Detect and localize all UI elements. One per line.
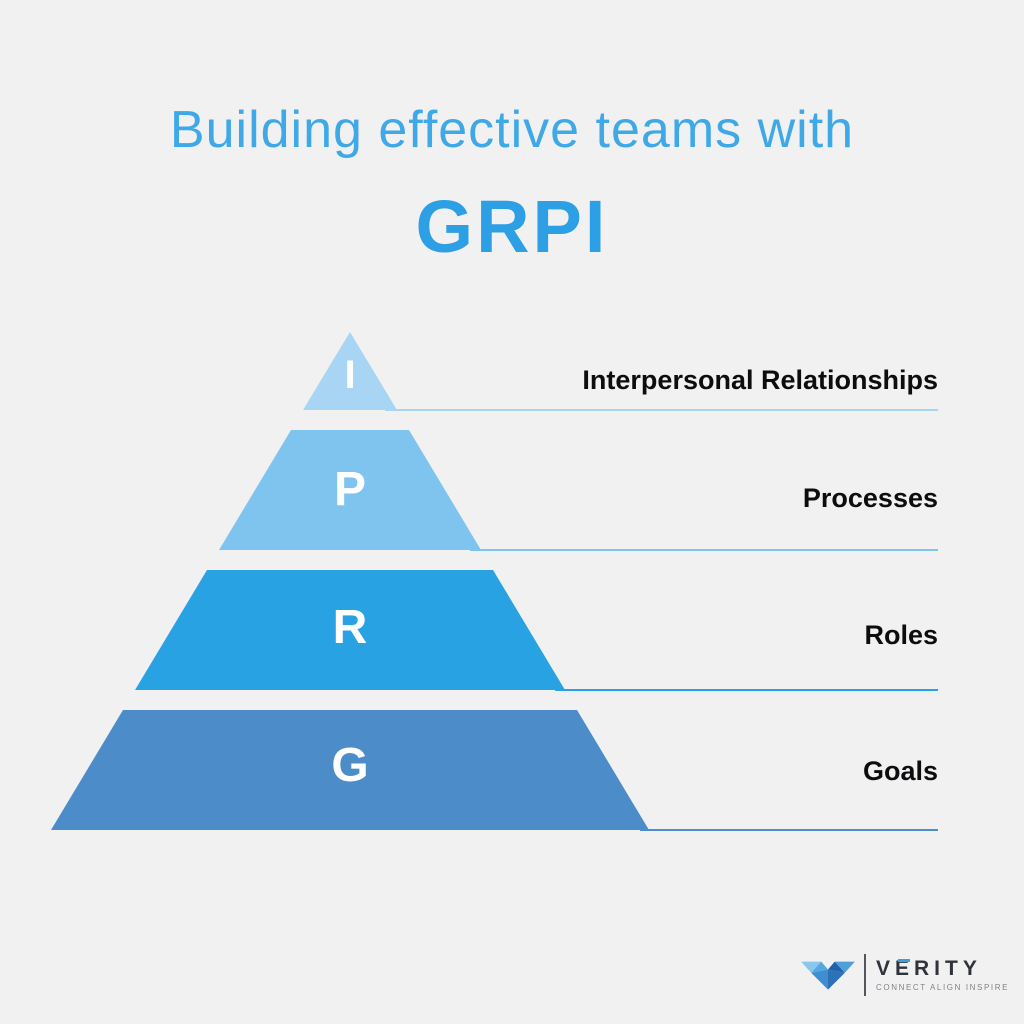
verity-v-mark-icon (801, 961, 855, 990)
tier-label-processes: Processes (802, 483, 938, 513)
tier-letter-p: P (333, 463, 366, 516)
tier-label-interpersonal: Interpersonal Relationships (582, 365, 938, 395)
tier-shape-processes (219, 430, 481, 550)
tier-letter-r: R (332, 601, 368, 654)
tier-label-roles: Roles (864, 620, 938, 650)
brand-name: VERITY (876, 958, 982, 980)
grpi-acronym: GRPI (415, 185, 609, 268)
tier-shape-roles (135, 570, 565, 690)
tier-letter-i: I (344, 353, 356, 397)
verity-logo: VERITY CONNECT ALIGN INSPIRE (800, 952, 1010, 1000)
tier-letter-g: G (331, 739, 369, 792)
brand-name-text: VERITY (876, 957, 982, 980)
brand-e-accent-bar (898, 959, 910, 962)
brand-row: VERITY CONNECT ALIGN INSPIRE (876, 958, 1010, 993)
brand-tagline: CONNECT ALIGN INSPIRE (876, 983, 1010, 992)
main-title: Building effective teams with (169, 101, 855, 159)
tier-shape-interpersonal (303, 332, 397, 410)
tier-label-goals: Goals (862, 756, 938, 786)
tier-shape-goals (51, 710, 649, 830)
logo-divider (864, 954, 866, 996)
grpi-pyramid-diagram (51, 332, 938, 831)
